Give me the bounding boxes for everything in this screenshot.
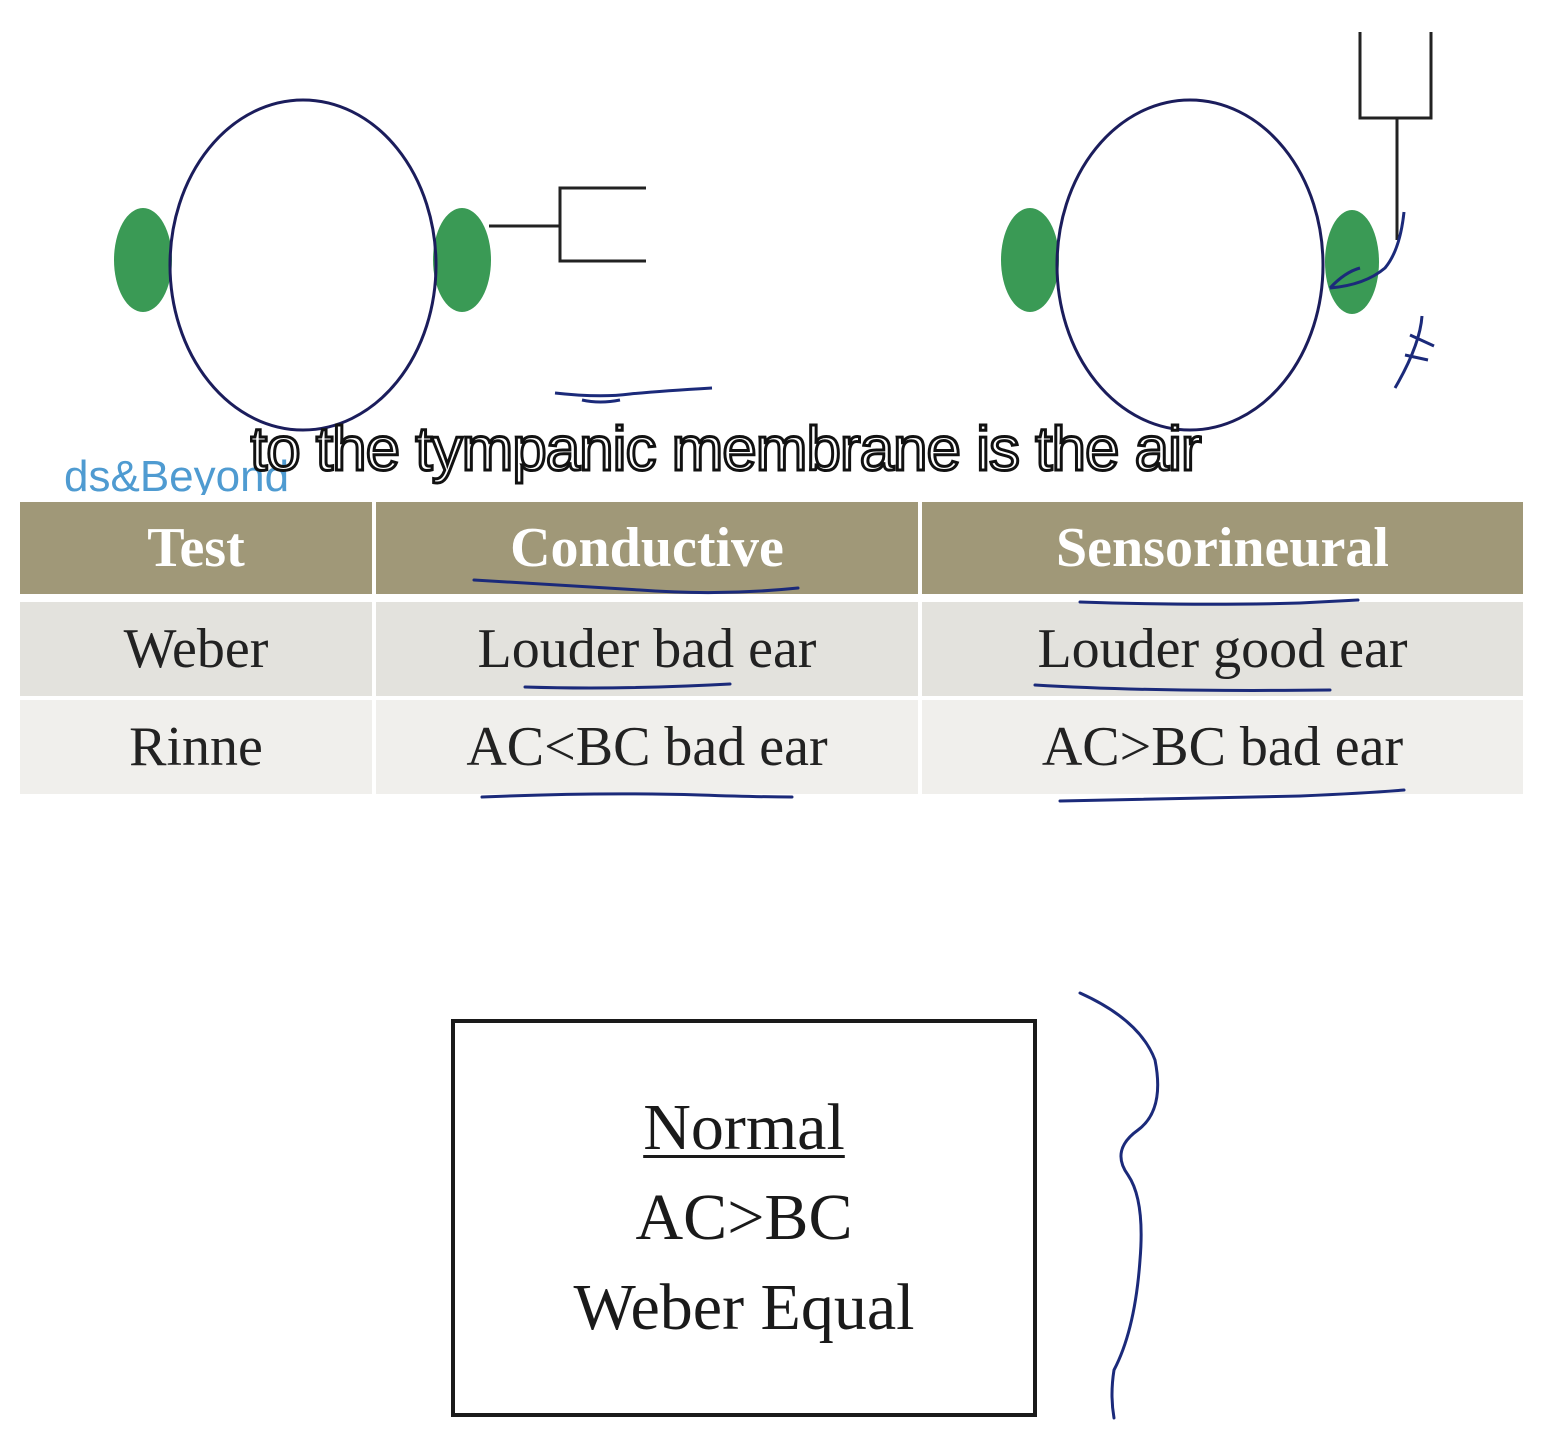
cell-weber-test: Weber [20,602,376,700]
cell-weber-conductive: Louder bad ear [376,602,922,700]
left-head-left-ear [114,208,172,312]
cell-rinne-sensorineural: AC>BC bad ear [922,700,1523,794]
table-row-rinne: Rinne AC<BC bad ear AC>BC bad ear [20,700,1523,794]
right-head-left-ear [1001,208,1059,312]
right-head-diagram [1001,32,1435,432]
hearing-test-table: Test Conductive Sensorineural Weber Loud… [20,502,1523,794]
left-head-right-ear [433,208,491,312]
left-ink-scribble [554,386,713,404]
normal-line-rinne: AC>BC [635,1181,853,1254]
right-ink-scribble [1328,211,1435,389]
cell-rinne-test: Rinne [20,700,376,794]
table-header-row: Test Conductive Sensorineural [20,502,1523,602]
header-test: Test [20,502,376,602]
header-conductive: Conductive [376,502,922,602]
table-row-weber: Weber Louder bad ear Louder good ear [20,602,1523,700]
cell-weber-sensorineural: Louder good ear [922,602,1523,700]
header-sensorineural: Sensorineural [922,502,1523,602]
left-head-outline [168,98,438,432]
right-head-outline [1055,98,1325,432]
left-tuning-fork-icon [489,186,646,263]
right-tuning-fork-icon [1358,32,1433,240]
left-head-diagram [114,98,713,432]
normal-title: Normal [643,1091,845,1164]
normal-summary-box: Normal AC>BC Weber Equal [451,1019,1037,1417]
video-caption: to the tympanic membrane is the air [250,414,1203,486]
right-head-right-ear [1325,210,1379,314]
watermark-text: ds&Beyond [64,455,290,495]
cell-rinne-conductive: AC<BC bad ear [376,700,922,794]
normal-line-weber: Weber Equal [573,1271,915,1344]
